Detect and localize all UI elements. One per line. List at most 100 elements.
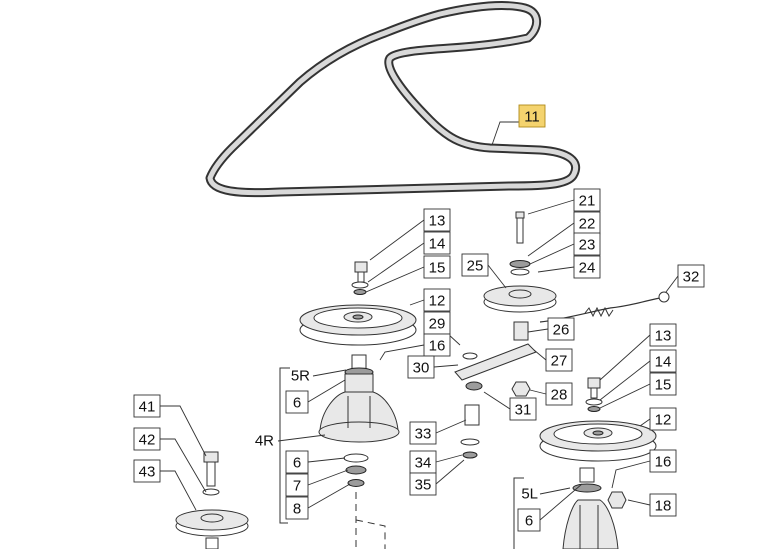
callout-box: [423, 288, 451, 312]
callout-7: 7: [285, 473, 309, 497]
leader-line-c30: [433, 364, 459, 368]
callout-box: [285, 390, 309, 414]
callout-number: 23: [579, 237, 596, 254]
callout-box: [409, 421, 437, 445]
group-brackets: [279, 367, 524, 549]
assembly-label-4R: 4R: [255, 433, 274, 450]
callout-26: 26: [547, 317, 575, 341]
lower-pulley-group: [175, 451, 249, 549]
leader-line-c12b: [639, 418, 651, 427]
leader-line-c12a: [409, 299, 425, 306]
callout-number: 6: [293, 455, 301, 472]
leader-line-f5R: [312, 369, 347, 377]
callout-number: 18: [655, 498, 672, 515]
callout-14: 14: [423, 231, 451, 255]
leader-line-c43: [160, 470, 197, 511]
callout-number: 25: [467, 258, 484, 275]
leader-line-c6b: [307, 457, 346, 463]
callout-15: 15: [423, 255, 451, 279]
callout-number: 14: [655, 354, 672, 371]
assembly-label-5R: 5R: [291, 368, 310, 385]
leader-line-c11: [491, 121, 519, 146]
leader-line-c32: [665, 275, 679, 293]
drive-belt: [205, 1, 580, 198]
callout-box: [423, 231, 451, 255]
leader-line-c18: [627, 499, 651, 506]
callout-number: 12: [429, 293, 446, 310]
callout-box: [461, 253, 489, 277]
callout-box: [409, 472, 437, 496]
callout-24: 24: [573, 255, 601, 279]
callout-number: 6: [293, 395, 301, 412]
callout-6: 6: [285, 450, 309, 474]
callout-6: 6: [285, 390, 309, 414]
callout-box: [423, 255, 451, 279]
callout-box: [573, 232, 601, 256]
callout-number: 7: [293, 478, 301, 495]
callout-number: 29: [429, 316, 446, 333]
callout-box: [285, 450, 309, 474]
callout-number: 28: [551, 387, 568, 404]
callout-box: [133, 394, 161, 418]
callout-18: 18: [649, 493, 677, 517]
callout-number: 22: [579, 216, 596, 233]
callout-14: 14: [649, 349, 677, 373]
callout-number: 6: [525, 513, 533, 530]
callout-number: 32: [683, 269, 700, 286]
leader-line-c21: [527, 199, 575, 215]
leader-line-c14a: [367, 242, 425, 283]
callout-41: 41: [133, 394, 161, 418]
leader-line-c8: [307, 483, 351, 509]
callout-box: [649, 493, 677, 517]
callout-23: 23: [573, 232, 601, 256]
leader-line-c42: [160, 438, 207, 493]
callout-31: 31: [509, 397, 537, 421]
callout-number: 31: [515, 402, 532, 419]
callout-number: 41: [139, 399, 156, 416]
leader-line-c27: [533, 349, 547, 361]
callout-12: 12: [649, 407, 677, 431]
leader-line-c15b: [599, 383, 651, 409]
callout-box: [423, 208, 451, 232]
callout-box: [649, 407, 677, 431]
right-v-pulley: [539, 420, 657, 462]
leader-line-c14b: [599, 360, 651, 401]
leader-line-c23: [529, 243, 575, 265]
callout-box: [649, 449, 677, 473]
callout-number: 8: [293, 501, 301, 518]
callout-34: 34: [409, 450, 437, 474]
callout-box: [573, 188, 601, 212]
callout-number: 24: [579, 260, 596, 277]
callout-box: [517, 508, 541, 532]
callout-number: 16: [655, 454, 672, 471]
callout-28: 28: [545, 382, 573, 406]
callout-number: 27: [551, 353, 568, 370]
callout-6: 6: [517, 508, 541, 532]
callout-13: 13: [649, 323, 677, 347]
callout-box: [133, 459, 161, 483]
callout-box: [573, 255, 601, 279]
callout-15: 15: [649, 372, 677, 396]
callout-number: 14: [429, 236, 446, 253]
callout-number: 34: [415, 455, 432, 472]
callout-12: 12: [423, 288, 451, 312]
callout-box: [649, 323, 677, 347]
callout-33: 33: [409, 421, 437, 445]
callout-25: 25: [461, 253, 489, 277]
callout-number: 35: [415, 477, 432, 494]
callout-box: [649, 372, 677, 396]
callout-number: 42: [139, 432, 156, 449]
right-pulley-hardware: [585, 377, 603, 412]
callout-16: 16: [649, 449, 677, 473]
callout-number: 21: [579, 193, 596, 210]
callout-number: 13: [655, 328, 672, 345]
callout-box: [509, 397, 537, 421]
callout-box: [545, 348, 573, 372]
center-idler-pulley: [483, 285, 557, 313]
center-idler-hardware: [509, 211, 531, 276]
callout-box: [547, 317, 575, 341]
callout-box: [518, 104, 546, 128]
callout-29: 29: [423, 311, 451, 335]
callout-number: 15: [655, 377, 672, 394]
